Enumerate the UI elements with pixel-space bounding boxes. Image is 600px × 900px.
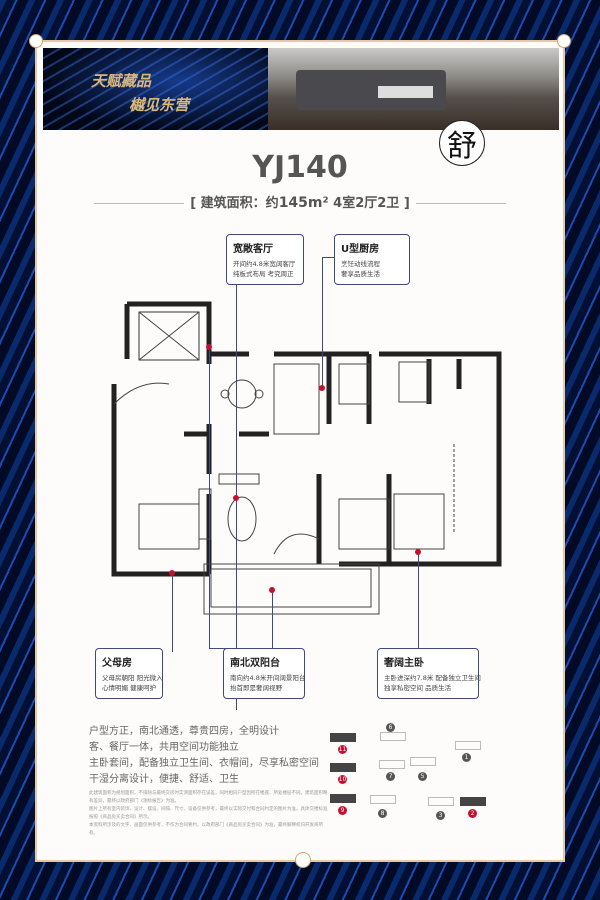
marker-dot: [206, 344, 212, 350]
callout-kitchen: U型厨房烹饪动线流程奢享品质生活: [334, 234, 410, 285]
features-list: 户型方正，南北通透，尊贵四房，全明设计客、餐厅一体，共用空间功能独立 主卧套间，…: [89, 726, 319, 785]
seal: 舒: [439, 120, 485, 166]
connector: [272, 590, 273, 648]
subtitle: [ 建筑面积：约145m² 4室2厅2卫 ]: [37, 192, 563, 211]
floor-plan: [111, 301, 502, 615]
marker-dot: [169, 570, 175, 576]
disclaimer: 此建筑面积为规划面积，不排除与最终交房时实测面积存在误差，同时相同户型因所在楼座…: [89, 791, 328, 836]
key-plan: 11 10 9 2 6 1 7 5 8 3: [322, 717, 502, 827]
connector: [209, 347, 233, 649]
corner-ornament-icon: [295, 852, 311, 868]
marker-dot: [319, 385, 325, 391]
slogan-line2: 樾见东营: [129, 96, 190, 114]
poster-card: 天赋藏品 樾见东营 舒 YJ140 [ 建筑面积：约145m² 4室2厅2卫 ]…: [29, 34, 571, 868]
slogan-line1: 天赋藏品: [91, 72, 152, 90]
corner-ornament-icon: [29, 34, 43, 48]
callout-living-room: 宽敞客厅开间约4.8米宽阔客厅纯板式布局 考究周正: [226, 234, 304, 285]
connector: [322, 257, 334, 387]
banner: 天赋藏品 樾见东营: [43, 48, 559, 130]
marker-dot: [415, 549, 421, 555]
callout-balcony: 南北双阳台南向约4.8米开间阔景阳台抬首即是奢阔视野: [223, 648, 305, 699]
page-title: YJ140: [252, 150, 348, 185]
marker-dot: [233, 495, 239, 501]
corner-ornament-icon: [557, 34, 571, 48]
living-room-photo: [268, 48, 559, 130]
connector: [418, 552, 419, 652]
connector: [172, 572, 173, 652]
marker-dot: [269, 587, 275, 593]
banner-art: 天赋藏品 樾见东营: [43, 48, 268, 130]
callout-master-bedroom: 奢阔主卧主卧进深约7.8米 配备独立卫生间独享私密空间 品质生活: [377, 648, 481, 699]
callout-parents-room: 父母房父母房朝阳 阳光微入心情明媚 健康呵护: [95, 648, 163, 699]
